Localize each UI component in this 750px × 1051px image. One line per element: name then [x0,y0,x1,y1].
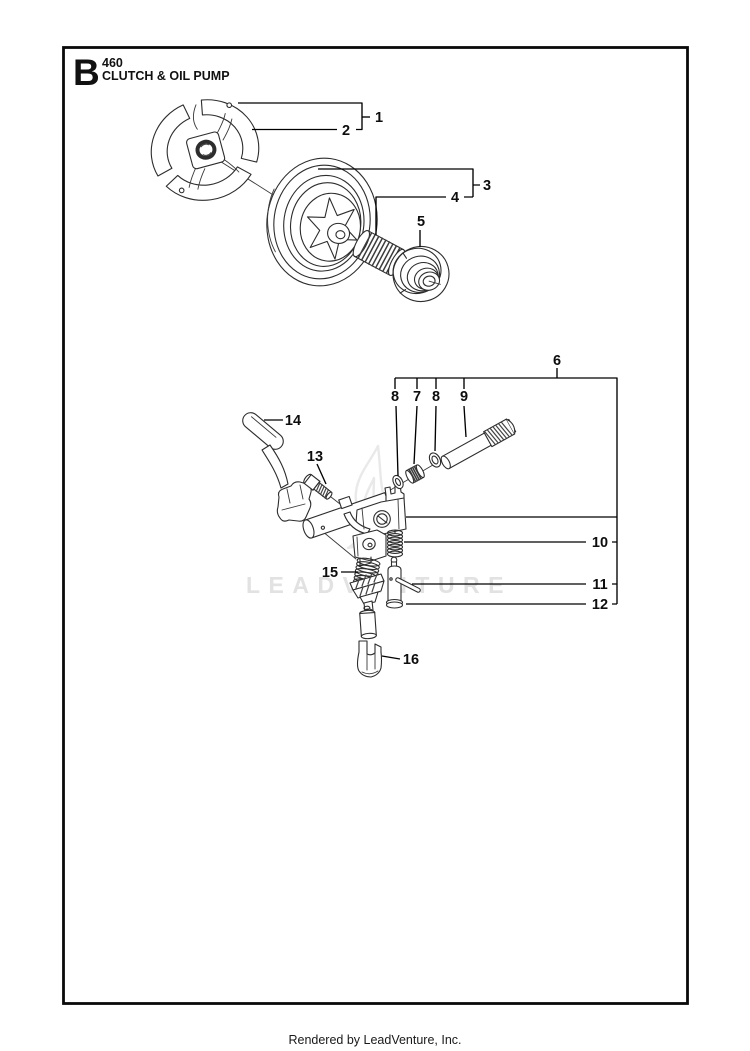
callout-16: 16 [403,652,419,668]
callout-1: 1 [375,110,383,126]
callout-labels: 1 2 3 4 5 6 8 7 8 9 10 11 12 13 14 15 16 [285,110,608,668]
callout-6: 6 [553,353,561,369]
footer-credit: Rendered by LeadVenture, Inc. [288,1033,461,1047]
oil-pump-lever-drawing [242,412,312,522]
washer-8b-drawing [428,452,442,468]
pin-drawing [395,577,421,593]
callout-13: 13 [307,449,323,465]
pump-strap [343,511,371,535]
lever-clamp [276,481,312,522]
callout-drop-8a [394,378,399,477]
callout-8a: 8 [391,389,399,405]
plunger-spring-drawing [349,557,385,614]
callout-7: 7 [413,389,421,405]
callout-drop-8b [434,378,437,452]
callout-line-13 [316,463,327,485]
callout-15: 15 [322,565,338,581]
drive-gear-7-drawing [405,464,425,484]
cup-16-drawing [356,640,383,678]
callout-line-4 [375,196,473,235]
callout-drop-9 [463,378,467,438]
pump-block-drawing [352,529,387,567]
callout-lines [238,102,618,660]
callout-2: 2 [342,123,350,139]
model-number: 460 [102,56,123,70]
worm-drive-drawing [392,245,450,303]
callout-11: 11 [592,577,607,593]
pickup-body-drawing [385,556,421,609]
pump-body-drawing [302,483,407,539]
clutch-drawing [150,99,260,201]
callout-line-1-2 [238,102,363,131]
callout-drop-7 [413,378,418,465]
callout-14: 14 [285,413,301,429]
callout-line-3 [318,168,480,197]
callout-4: 4 [451,190,459,206]
pump-shaft-drawing [440,418,517,470]
piston-drawing [359,605,377,640]
callout-9: 9 [460,389,468,405]
callout-8b: 8 [432,389,440,405]
section-letter: B [73,52,100,93]
callout-line-16 [381,655,401,660]
callout-3: 3 [483,178,491,194]
page-header: B 460 CLUTCH & OIL PUMP [73,52,230,93]
screw-drawing [303,473,333,500]
callout-12: 12 [592,597,608,613]
callout-line-6 [395,368,618,604]
callout-5: 5 [417,214,425,230]
callout-10: 10 [592,535,608,551]
washer-8a-drawing [392,474,404,490]
clutch-drum-drawing [266,157,378,287]
page-title: CLUTCH & OIL PUMP [102,69,230,83]
